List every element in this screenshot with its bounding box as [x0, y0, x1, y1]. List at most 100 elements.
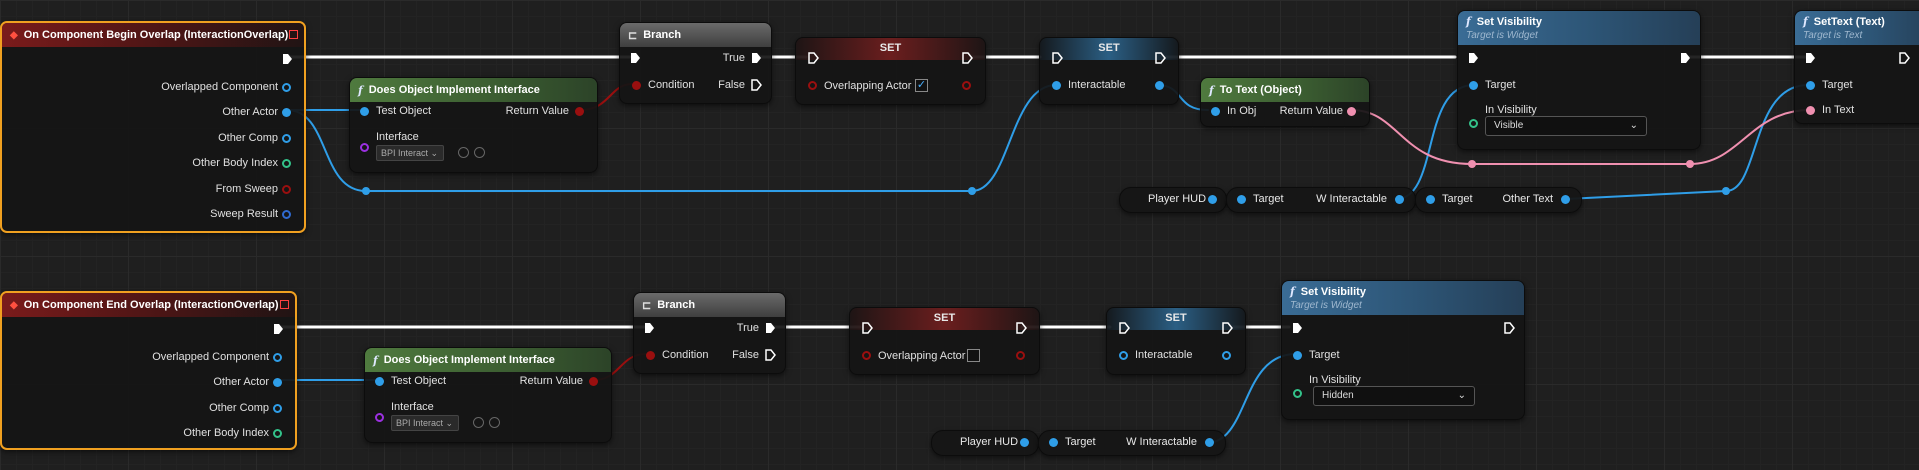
interactable-in-pin[interactable] — [1119, 351, 1128, 360]
exec-in-pin[interactable] — [808, 52, 819, 64]
overlapped-component-pin[interactable] — [273, 353, 282, 362]
other-body-index-pin[interactable] — [282, 159, 291, 168]
other-text-getter[interactable]: Target Other Text — [1415, 187, 1582, 213]
exec-out-pin[interactable] — [1016, 322, 1027, 334]
var-label: Player HUD — [1148, 193, 1207, 205]
player-hud-getter[interactable]: Player HUD — [931, 430, 1039, 456]
w-interactable-getter[interactable]: Target W Interactable — [1226, 187, 1416, 213]
interface-dropdown[interactable]: BPI Interact ⌄ — [391, 415, 459, 431]
visibility-dropdown[interactable]: Hidden ⌄ — [1313, 386, 1475, 406]
interactable-out-pin[interactable] — [1222, 351, 1231, 360]
other-comp-pin[interactable] — [282, 134, 291, 143]
search-icon[interactable] — [474, 147, 485, 158]
condition-pin[interactable] — [632, 81, 641, 90]
exec-in-pin[interactable] — [1052, 52, 1063, 64]
target-pin[interactable] — [1049, 438, 1058, 447]
implements-interface-node[interactable]: f Does Object Implement Interface Test O… — [364, 347, 612, 443]
overlapping-actor-in-pin[interactable] — [808, 81, 817, 90]
other-body-index-pin[interactable] — [273, 429, 282, 438]
interface-pin[interactable] — [360, 143, 369, 152]
delegate-pin-icon[interactable] — [289, 30, 298, 39]
exec-in-pin[interactable] — [1468, 52, 1479, 64]
interactable-in-pin[interactable] — [1052, 81, 1061, 90]
search-icon[interactable] — [489, 417, 500, 428]
exec-out-pin[interactable] — [282, 53, 293, 65]
exec-false-pin[interactable] — [751, 79, 762, 91]
exec-out-pin[interactable] — [1155, 52, 1166, 64]
other-actor-pin[interactable] — [273, 378, 282, 387]
set-overlapping-actor-node[interactable]: SET Overlapping Actor — [849, 307, 1040, 375]
overlapping-actor-out-pin[interactable] — [1016, 351, 1025, 360]
exec-in-pin[interactable] — [1805, 52, 1816, 64]
exec-out-pin[interactable] — [273, 323, 284, 335]
overlapping-actor-out-pin[interactable] — [962, 81, 971, 90]
interactable-out-pin[interactable] — [1155, 81, 1164, 90]
w-interactable-getter[interactable]: Target W Interactable — [1038, 430, 1226, 456]
chevron-down-icon: ⌄ — [1629, 120, 1638, 131]
w-interactable-out-pin[interactable] — [1395, 195, 1404, 204]
set-interactable-node[interactable]: SET Interactable — [1039, 37, 1179, 105]
exec-out-pin[interactable] — [1680, 52, 1691, 64]
return-value-pin[interactable] — [575, 107, 584, 116]
exec-in-pin[interactable] — [1292, 322, 1303, 334]
target-pin[interactable] — [1293, 351, 1302, 360]
exec-true-pin[interactable] — [765, 322, 776, 334]
in-obj-pin[interactable] — [1211, 107, 1220, 116]
node-title: On Component Begin Overlap (InteractionO… — [23, 29, 289, 41]
begin-overlap-event-node[interactable]: ◆ On Component Begin Overlap (Interactio… — [0, 21, 306, 233]
set-interactable-node[interactable]: SET Interactable — [1106, 307, 1246, 375]
exec-out-pin[interactable] — [962, 52, 973, 64]
exec-true-pin[interactable] — [751, 52, 762, 64]
other-comp-pin[interactable] — [273, 404, 282, 413]
in-visibility-pin[interactable] — [1469, 119, 1478, 128]
visibility-dropdown[interactable]: Visible ⌄ — [1485, 116, 1647, 136]
interface-dropdown[interactable]: BPI Interact ⌄ — [376, 145, 444, 161]
text-return-pin[interactable] — [1347, 107, 1356, 116]
other-actor-pin[interactable] — [282, 108, 291, 117]
test-object-pin[interactable] — [360, 107, 369, 116]
branch-node[interactable]: ⊏ Branch True Condition False — [619, 22, 772, 104]
exec-out-pin[interactable] — [1899, 52, 1910, 64]
in-text-pin[interactable] — [1806, 106, 1815, 115]
implements-interface-node[interactable]: f Does Object Implement Interface Test O… — [349, 77, 598, 173]
branch-node[interactable]: ⊏ Branch True Condition False — [633, 292, 786, 374]
test-object-pin[interactable] — [375, 377, 384, 386]
use-selected-icon[interactable] — [458, 147, 469, 158]
overlapping-actor-checkbox[interactable] — [967, 349, 980, 362]
target-pin[interactable] — [1806, 81, 1815, 90]
exec-in-pin[interactable] — [644, 322, 655, 334]
w-interactable-out-pin[interactable] — [1205, 438, 1214, 447]
other-text-out-pin[interactable] — [1561, 195, 1570, 204]
exec-in-pin[interactable] — [862, 322, 873, 334]
condition-pin[interactable] — [646, 351, 655, 360]
overlapping-actor-checkbox[interactable]: ✓ — [915, 79, 928, 92]
use-selected-icon[interactable] — [473, 417, 484, 428]
exec-false-pin[interactable] — [765, 349, 776, 361]
exec-out-pin[interactable] — [1504, 322, 1515, 334]
overlapping-actor-in-pin[interactable] — [862, 351, 871, 360]
player-hud-out-pin[interactable] — [1020, 438, 1029, 447]
return-value-pin[interactable] — [589, 377, 598, 386]
to-text-node[interactable]: f To Text (Object) In Obj Return Value — [1200, 77, 1370, 127]
interface-pin[interactable] — [375, 413, 384, 422]
sweep-result-pin[interactable] — [282, 210, 291, 219]
delegate-pin-icon[interactable] — [280, 300, 289, 309]
exec-out-pin[interactable] — [1222, 322, 1233, 334]
exec-in-pin[interactable] — [1119, 322, 1130, 334]
set-overlapping-actor-node[interactable]: SET Overlapping Actor ✓ — [795, 37, 986, 105]
target-pin[interactable] — [1426, 195, 1435, 204]
exec-in-pin[interactable] — [630, 52, 641, 64]
target-pin[interactable] — [1469, 81, 1478, 90]
pin-label-overlapped-component: Overlapped Component — [161, 81, 278, 93]
end-overlap-event-node[interactable]: ◆ On Component End Overlap (InteractionO… — [0, 291, 297, 450]
player-hud-getter[interactable]: Player HUD — [1119, 187, 1227, 213]
target-pin[interactable] — [1237, 195, 1246, 204]
pin-label: Return Value — [1279, 105, 1343, 117]
overlapped-component-pin[interactable] — [282, 83, 291, 92]
player-hud-out-pin[interactable] — [1208, 195, 1217, 204]
in-visibility-pin[interactable] — [1293, 389, 1302, 398]
from-sweep-pin[interactable] — [282, 185, 291, 194]
